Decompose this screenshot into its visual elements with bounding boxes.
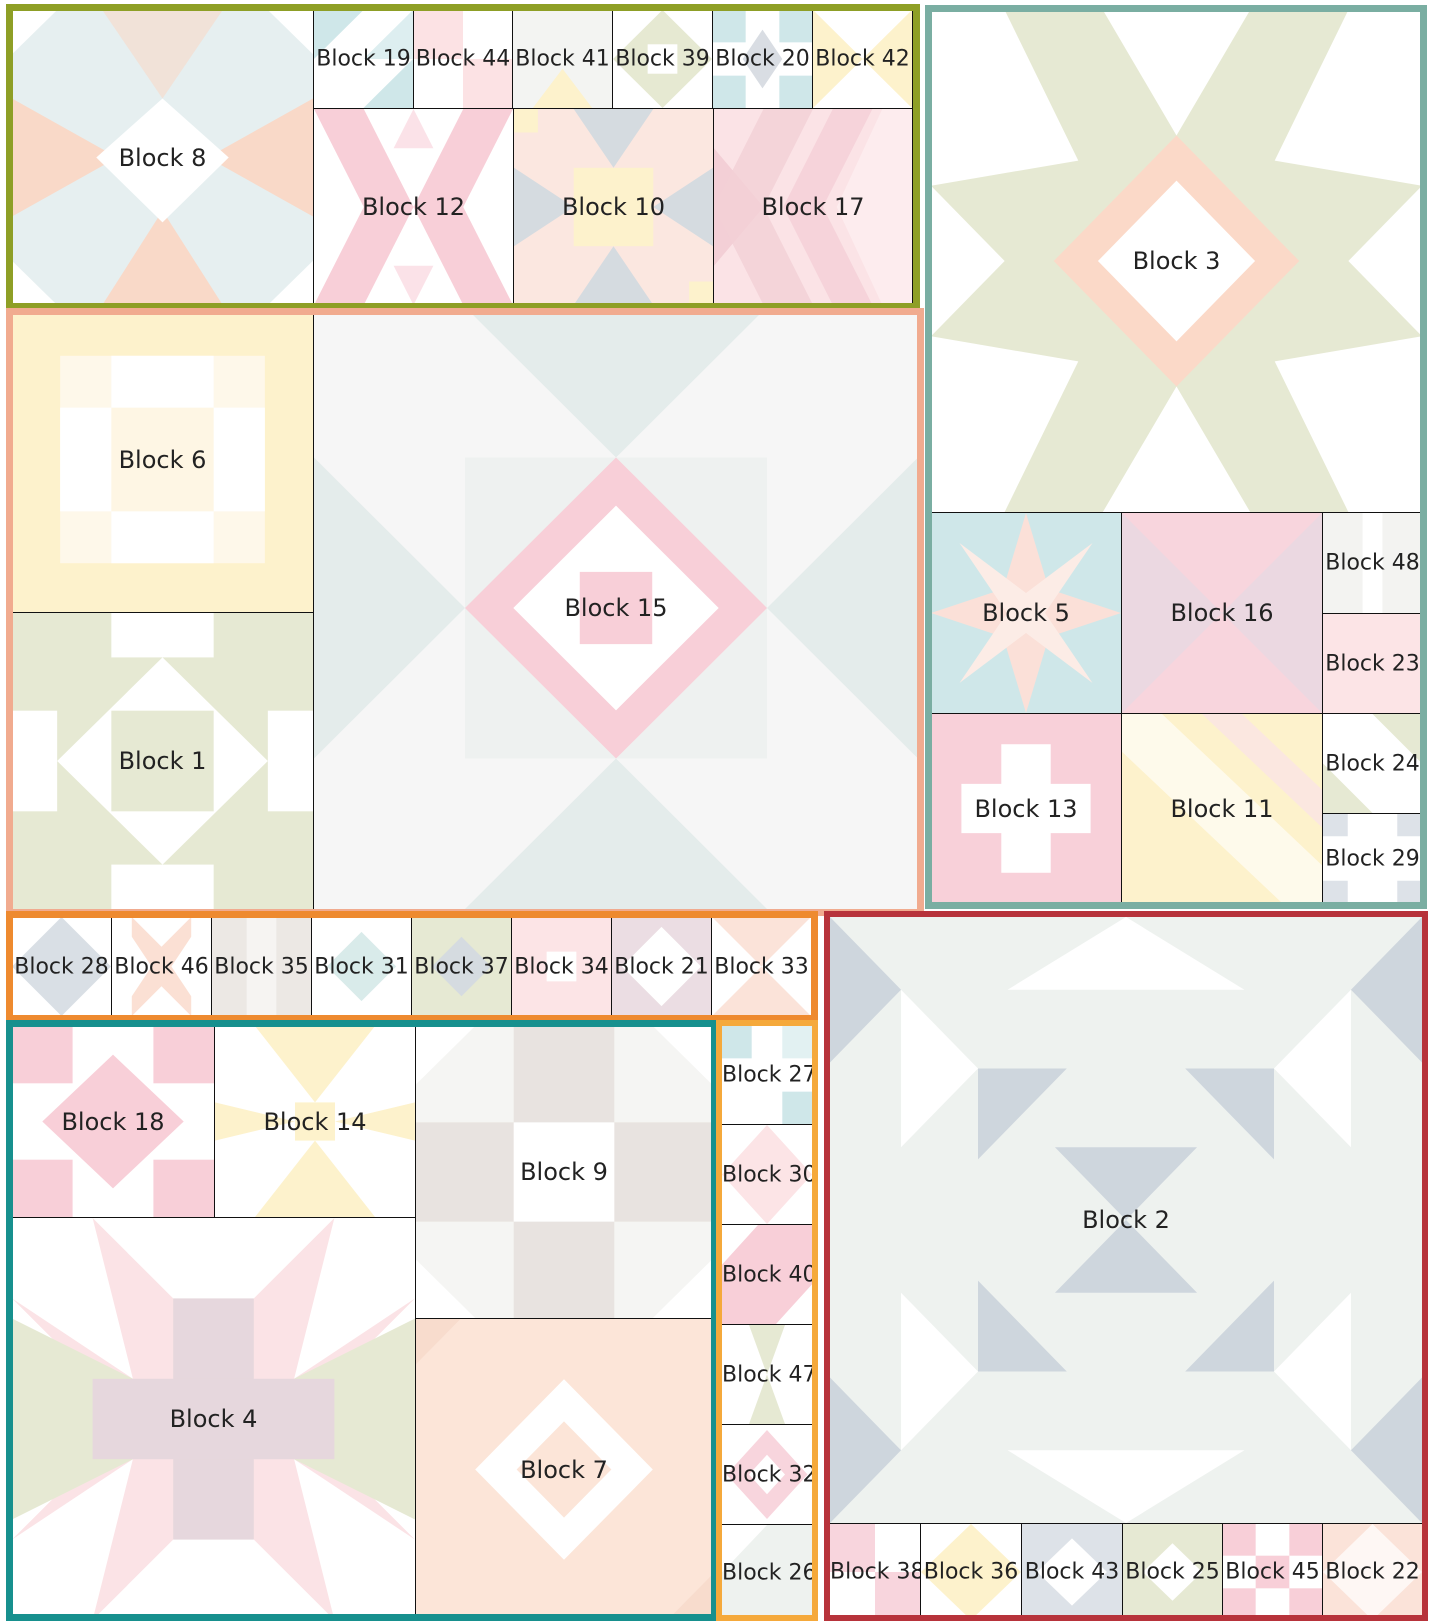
block-48: Block 48: [1322, 512, 1423, 614]
block-28-pattern: [12, 917, 111, 1016]
block-23-pattern: [1323, 614, 1422, 713]
block-3: Block 3: [930, 9, 1423, 513]
block-41: Block 41: [512, 9, 613, 109]
block-4: Block 4: [11, 1217, 416, 1621]
block-38-pattern: [830, 1524, 920, 1620]
block-31-pattern: [312, 917, 411, 1016]
block-36: Block 36: [920, 1523, 1022, 1621]
block-7-pattern: [416, 1319, 712, 1620]
block-47-pattern: [722, 1325, 812, 1424]
block-16-pattern: [1122, 513, 1322, 713]
block-25-pattern: [1123, 1524, 1222, 1620]
block-28: Block 28: [11, 916, 112, 1017]
block-36-pattern: [921, 1524, 1021, 1620]
block-39-pattern: [613, 10, 712, 108]
block-6-pattern: [12, 307, 313, 612]
block-29-pattern: [1323, 814, 1422, 903]
block-37: Block 37: [411, 916, 512, 1017]
block-38: Block 38: [829, 1523, 921, 1621]
block-5-pattern: [12, 613, 313, 909]
block-32: Block 32: [721, 1424, 813, 1525]
block-6: Block 6: [11, 306, 314, 613]
block-48-pattern: [1323, 513, 1422, 613]
block-21-pattern: [612, 917, 711, 1016]
block-14: Block 14: [214, 1025, 416, 1218]
block-14-pattern: [215, 1026, 415, 1217]
block-16: Block 16: [1121, 512, 1323, 714]
block-43-pattern: [1022, 1524, 1122, 1620]
block-33: Block 33: [711, 916, 812, 1017]
block-1: Block 15: [313, 306, 919, 910]
block-31: Block 31: [311, 916, 412, 1017]
block-2: Block 2: [829, 916, 1423, 1524]
block-27-pattern: [722, 1026, 812, 1124]
block-7: Block 7: [415, 1318, 713, 1621]
block-8-pattern: [12, 10, 313, 305]
block-18: Block 18: [11, 1025, 215, 1218]
block-44-pattern: [414, 10, 512, 108]
block-42: Block 42: [812, 9, 913, 109]
block-10: Block 10: [513, 108, 714, 306]
block-9: Block 9: [415, 1025, 713, 1319]
block-13-pattern: [931, 714, 1121, 903]
block-17: Block 17: [713, 108, 913, 306]
block-46-pattern: [112, 917, 211, 1016]
block-39: Block 39: [612, 9, 713, 109]
block-24: Block 24: [1322, 713, 1423, 814]
block-26: Block 26: [721, 1524, 813, 1621]
block-1-pattern: [314, 307, 918, 909]
block-30-pattern: [722, 1125, 812, 1224]
block-8: Block 8: [11, 9, 314, 306]
block-24-pattern: [1323, 714, 1422, 813]
block-13: Block 13: [930, 713, 1122, 904]
block-41-pattern: [513, 10, 612, 108]
block-40: Block 40: [721, 1224, 813, 1325]
block-26-pattern: [722, 1525, 812, 1620]
block-34: Block 34: [511, 916, 612, 1017]
block-30: Block 30: [721, 1124, 813, 1225]
block-2-pattern: [830, 917, 1422, 1523]
block-35-pattern: [212, 917, 311, 1016]
block-27: Block 27: [721, 1025, 813, 1125]
block-46: Block 46: [111, 916, 212, 1017]
block-22-pattern: [1323, 1524, 1422, 1620]
block-17-pattern: [714, 109, 912, 305]
block-42-pattern: [813, 10, 912, 108]
block-29: Block 29: [1322, 813, 1423, 904]
block-12: Block 12: [313, 108, 514, 306]
block-43: Block 43: [1021, 1523, 1123, 1621]
block-11: Block 11: [1121, 713, 1323, 904]
block-4-pattern: [12, 1218, 415, 1620]
block-22: Block 22: [1322, 1523, 1423, 1621]
block-47: Block 47: [721, 1324, 813, 1425]
block-37-pattern: [412, 917, 511, 1016]
block-33-pattern: [712, 917, 811, 1016]
block-9-pattern: [416, 1026, 712, 1318]
block-44: Block 44: [413, 9, 513, 109]
block-10-pattern: [514, 109, 713, 305]
block-25: Block 25: [1122, 1523, 1223, 1621]
block-19-pattern: [314, 10, 413, 108]
block-23: Block 23: [1322, 613, 1423, 714]
block-34-pattern: [512, 917, 611, 1016]
block-3-pattern: [931, 10, 1422, 512]
block-20: Block 20: [712, 9, 813, 109]
block-15: Block 5: [930, 512, 1122, 714]
block-35: Block 35: [211, 916, 312, 1017]
block-15-pattern: [931, 513, 1121, 713]
block-12-pattern: [314, 109, 513, 305]
block-5: Block 1: [11, 612, 314, 910]
block-32-pattern: [722, 1425, 812, 1524]
block-40-pattern: [722, 1225, 812, 1324]
block-18-pattern: [12, 1026, 214, 1217]
block-45-pattern: [1223, 1524, 1322, 1620]
block-19: Block 19: [313, 9, 414, 109]
block-11-pattern: [1122, 714, 1322, 903]
block-21: Block 21: [611, 916, 712, 1017]
block-45: Block 45: [1222, 1523, 1323, 1621]
block-20-pattern: [713, 10, 812, 108]
